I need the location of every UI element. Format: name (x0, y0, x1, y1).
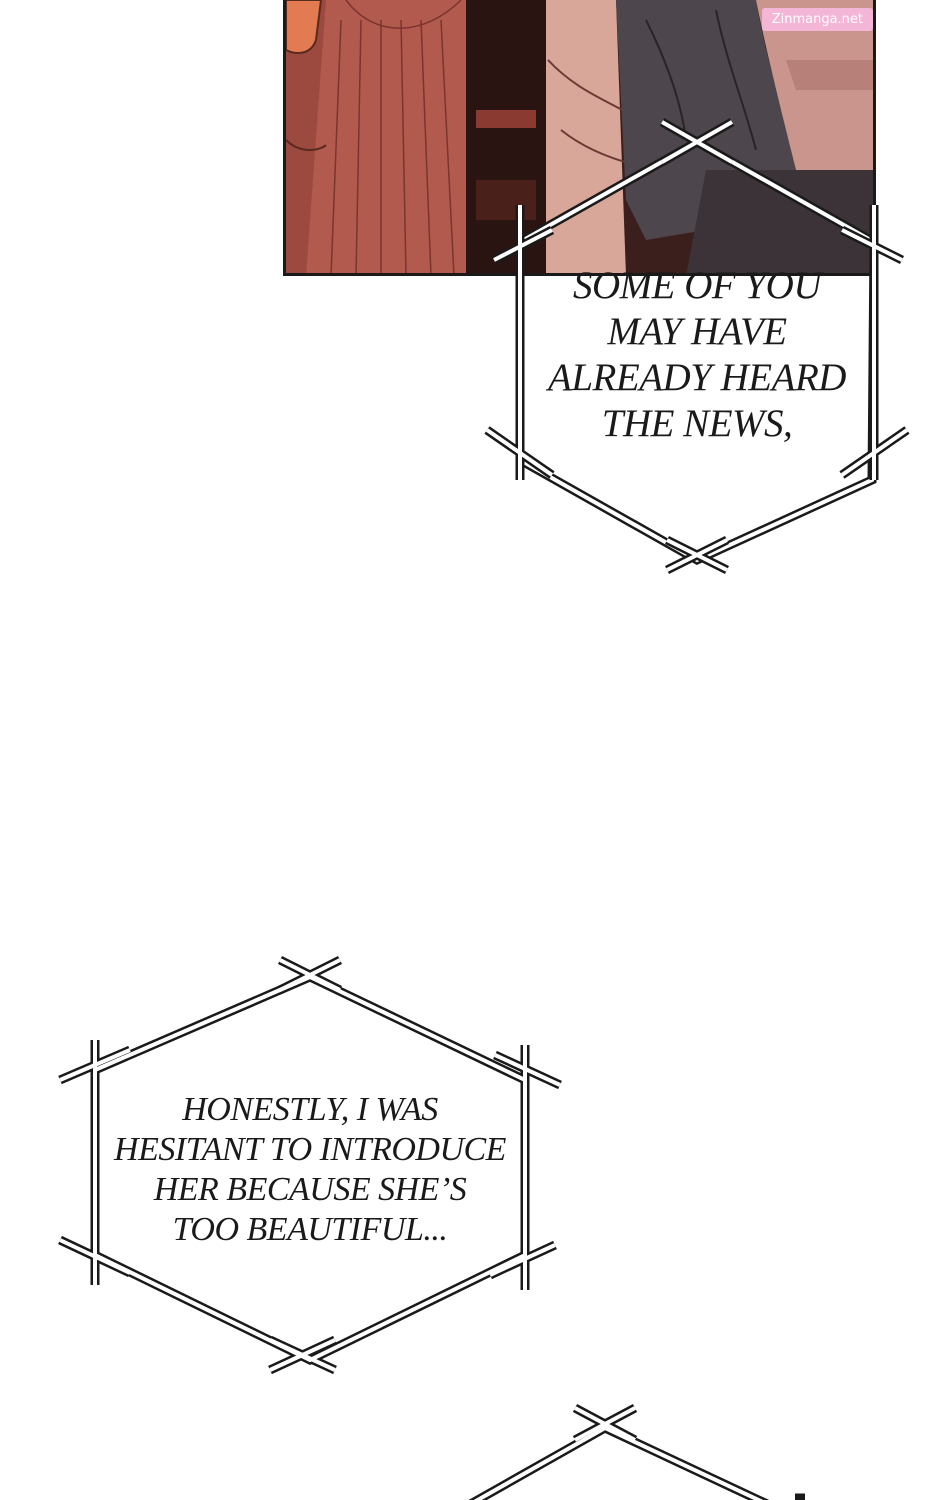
speech-line: MAY HAVE (607, 309, 787, 353)
speech-line: HONESTLY, I WAS (182, 1090, 438, 1128)
speech-line: ALREADY HEARD (548, 356, 846, 399)
speech-bubble-3-partial (440, 1400, 840, 1500)
panel-art (286, 0, 873, 273)
speech-line: HESITANT TO INTRODUCE (114, 1130, 506, 1168)
watermark-badge: Zinmanga.net (761, 8, 873, 31)
speech-bubble-1: SOME OF YOU MAY HAVE ALREADY HEARD THE N… (482, 118, 912, 575)
comic-panel-illustration: Zinmanga.net (283, 0, 876, 276)
hexagon-frame-icon (484, 118, 910, 575)
speech-line: HER BECAUSE SHE’S (153, 1171, 467, 1208)
speech-text-1: SOME OF YOU MAY HAVE ALREADY HEARD THE N… (542, 250, 852, 460)
speech-bubble-2: HONESTLY, I WAS HESITANT TO INTRODUCE HE… (55, 955, 565, 1375)
speech-line: TOO BEAUTIFUL... (172, 1211, 448, 1249)
speech-text-2: HONESTLY, I WAS HESITANT TO INTRODUCE HE… (110, 1085, 510, 1255)
speech-line: THE NEWS, (601, 402, 793, 446)
hexagon-frame-icon (58, 955, 562, 1375)
hexagon-frame-icon (468, 1404, 805, 1500)
speech-line: SOME OF YOU (573, 263, 821, 307)
